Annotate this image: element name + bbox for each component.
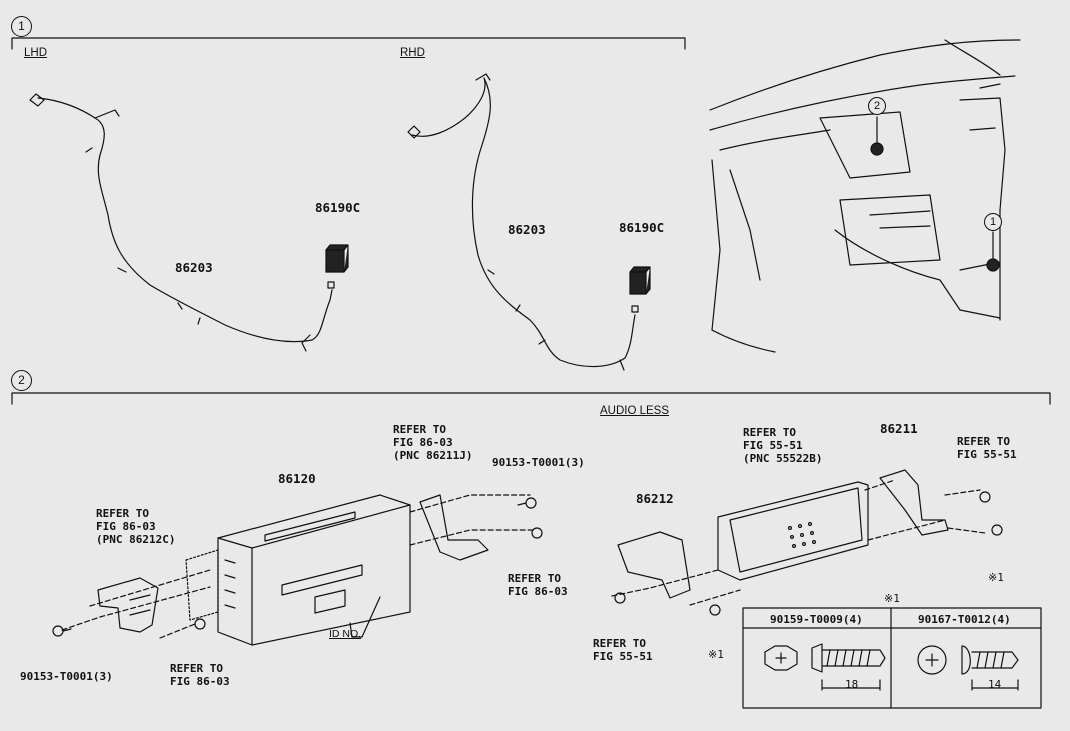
rhd-wire-harness [411, 77, 636, 368]
id-no-label: ID NO. [329, 628, 362, 640]
screw-right-top [517, 497, 537, 509]
screw-86212-right [709, 604, 721, 616]
bracket-86212 [617, 531, 691, 599]
part-86211: 86211 [880, 421, 918, 436]
screw-86211-bottom [991, 524, 1003, 536]
locator-marker-2: 2 [868, 97, 886, 115]
lhd-wire-harness [37, 97, 333, 343]
audio-less-unit [717, 481, 869, 581]
section-2-bracket [11, 392, 1051, 405]
ref-fig86-03-pnc86212c: REFER TO FIG 86-03 (PNC 86212C) [96, 507, 176, 546]
part-86190c-lhd: 86190C [315, 200, 361, 215]
section-1-marker: 1 [11, 16, 32, 37]
head-unit-86120 [185, 494, 411, 646]
rhd-connector-86190c [629, 266, 651, 295]
section-1-bracket [11, 37, 686, 50]
spec-col2-length: 14 [988, 678, 1002, 691]
ref-fig86-03-right: REFER TO FIG 86-03 [508, 572, 568, 598]
bracket-right [419, 494, 489, 561]
part-86190c-rhd: 86190C [619, 220, 665, 235]
note-x1-right: ※1 [988, 571, 1004, 584]
screw-right-mid [531, 527, 543, 539]
dashboard-locator-view [709, 39, 1021, 353]
variant-lhd-label: LHD [24, 47, 48, 59]
screw-left-mid [194, 618, 206, 630]
fastener-spec-table [742, 607, 1042, 709]
variant-rhd-label: RHD [400, 47, 425, 59]
ref-fig55-51-right: REFER TO FIG 55-51 [957, 435, 1017, 461]
locator-marker-1: 1 [984, 213, 1002, 231]
screw-86212-bottom [614, 592, 626, 604]
ref-fig55-51-bottom: REFER TO FIG 55-51 [593, 637, 653, 663]
spec-col1-part: 90159-T0009(4) [770, 613, 863, 626]
spec-col2-part: 90167-T0012(4) [918, 613, 1011, 626]
ref-fig86-03-pnc86211j: REFER TO FIG 86-03 (PNC 86211J) [393, 423, 473, 462]
part-86203-lhd: 86203 [175, 260, 213, 275]
note-x1-left: ※1 [708, 648, 724, 661]
part-86212: 86212 [636, 491, 674, 506]
fastener-90153-bottom: 90153-T0001(3) [20, 670, 113, 683]
spec-col1-length: 18 [845, 678, 859, 691]
screw-left-bottom [52, 625, 72, 637]
bracket-left [97, 577, 159, 633]
bracket-86211 [879, 469, 949, 536]
screw-86211-top [979, 491, 991, 503]
fastener-90153-top: 90153-T0001(3) [492, 456, 585, 469]
section-2-marker: 2 [11, 370, 32, 391]
ref-fig55-51-pnc55522b: REFER TO FIG 55-51 (PNC 55522B) [743, 426, 823, 465]
note-x1-table: ※1 [884, 592, 900, 605]
ref-fig86-03-bottom: REFER TO FIG 86-03 [170, 662, 230, 688]
lhd-connector-86190c [325, 244, 349, 273]
part-86120: 86120 [278, 471, 316, 486]
part-86203-rhd: 86203 [508, 222, 546, 237]
audio-less-label: AUDIO LESS [600, 405, 670, 417]
